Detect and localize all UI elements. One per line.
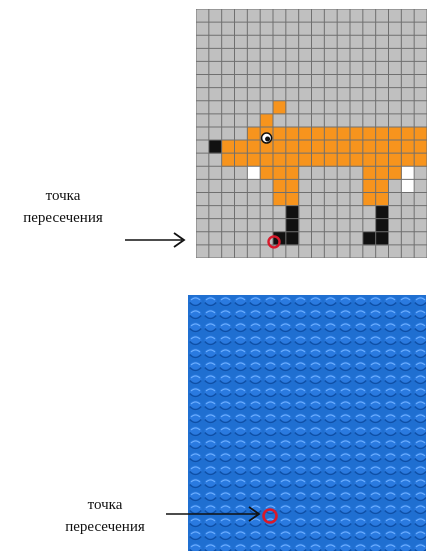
- fox-pixel: [376, 206, 389, 220]
- fox-pixel: [273, 101, 286, 115]
- fox-pixel: [376, 219, 389, 233]
- bottom-label-line1: точка: [46, 494, 164, 516]
- fox-pixel: [363, 153, 376, 167]
- fox-pixel: [260, 153, 273, 167]
- fox-pixel: [401, 166, 414, 180]
- fox-pixel: [286, 166, 299, 180]
- fox-pixel: [414, 140, 427, 154]
- fox-pixel: [350, 140, 363, 154]
- fox-pixel: [350, 153, 363, 167]
- fox-pixel: [299, 127, 312, 141]
- fox-pixel: [247, 166, 260, 180]
- fox-pixel: [363, 232, 376, 246]
- fox-pixel: [235, 153, 248, 167]
- fox-pixel: [286, 232, 299, 246]
- fox-pixel: [401, 140, 414, 154]
- fox-pixel: [247, 140, 260, 154]
- fox-pixel: [337, 140, 350, 154]
- fox-pixel: [286, 192, 299, 206]
- fox-pixel: [273, 179, 286, 193]
- fox-pixel: [286, 153, 299, 167]
- fox-pixel: [401, 153, 414, 167]
- fox-pixel: [376, 153, 389, 167]
- lego-plate-figure: [188, 295, 426, 551]
- fox-pixel: [312, 140, 325, 154]
- fox-pixel: [363, 179, 376, 193]
- fox-pixel: [273, 153, 286, 167]
- fox-pixel: [324, 153, 337, 167]
- fox-pixel: [401, 127, 414, 141]
- fox-pupil: [265, 137, 270, 142]
- fox-pixel: [286, 140, 299, 154]
- fox-pixel: [363, 127, 376, 141]
- bottom-intersection-label: точка пересечения: [46, 494, 164, 538]
- fox-pixel: [235, 140, 248, 154]
- top-label-line2: пересечения: [4, 207, 122, 229]
- fox-pixel: [414, 153, 427, 167]
- fox-pixel: [376, 179, 389, 193]
- fox-pixel: [273, 192, 286, 206]
- fox-pixel: [286, 127, 299, 141]
- top-arrow-icon: [125, 233, 184, 247]
- fox-pixel: [389, 153, 402, 167]
- bottom-label-line2: пересечения: [46, 516, 164, 538]
- fox-pixel: [299, 153, 312, 167]
- fox-pixel: [324, 127, 337, 141]
- fox-pixel: [363, 192, 376, 206]
- lego-plate-canvas: [188, 295, 426, 551]
- fox-pixel: [376, 127, 389, 141]
- pixel-grid-figure: [196, 9, 427, 258]
- top-intersection-label: точка пересечения: [4, 185, 122, 229]
- fox-pixel: [350, 127, 363, 141]
- fox-pixel: [389, 140, 402, 154]
- fox-pixel: [324, 140, 337, 154]
- fox-pixel: [247, 127, 260, 141]
- fox-pixel: [247, 153, 260, 167]
- fox-pixel: [376, 232, 389, 246]
- fox-pixel: [286, 219, 299, 233]
- fox-pixel: [260, 114, 273, 128]
- fox-pixel: [222, 153, 235, 167]
- fox-pixel: [363, 140, 376, 154]
- fox-pixel: [209, 140, 222, 154]
- fox-pixel: [401, 179, 414, 193]
- top-label-line1: точка: [4, 185, 122, 207]
- fox-pixel: [222, 140, 235, 154]
- fox-pixel: [389, 166, 402, 180]
- fox-pixel: [363, 166, 376, 180]
- fox-pixel: [273, 166, 286, 180]
- fox-pixel: [414, 127, 427, 141]
- fox-pixel: [337, 127, 350, 141]
- pixel-grid-canvas: [196, 9, 427, 258]
- fox-pixel: [389, 127, 402, 141]
- fox-pixel: [273, 127, 286, 141]
- fox-pixel: [376, 166, 389, 180]
- fox-pixel: [273, 140, 286, 154]
- fox-pixel: [299, 140, 312, 154]
- lego-plate: [188, 295, 426, 551]
- fox-pixel: [376, 192, 389, 206]
- fox-pixel: [312, 153, 325, 167]
- fox-pixel: [337, 153, 350, 167]
- fox-pixel: [376, 140, 389, 154]
- fox-pixel: [286, 206, 299, 220]
- fox-pixel: [286, 179, 299, 193]
- fox-pixel: [312, 127, 325, 141]
- fox-pixel: [260, 166, 273, 180]
